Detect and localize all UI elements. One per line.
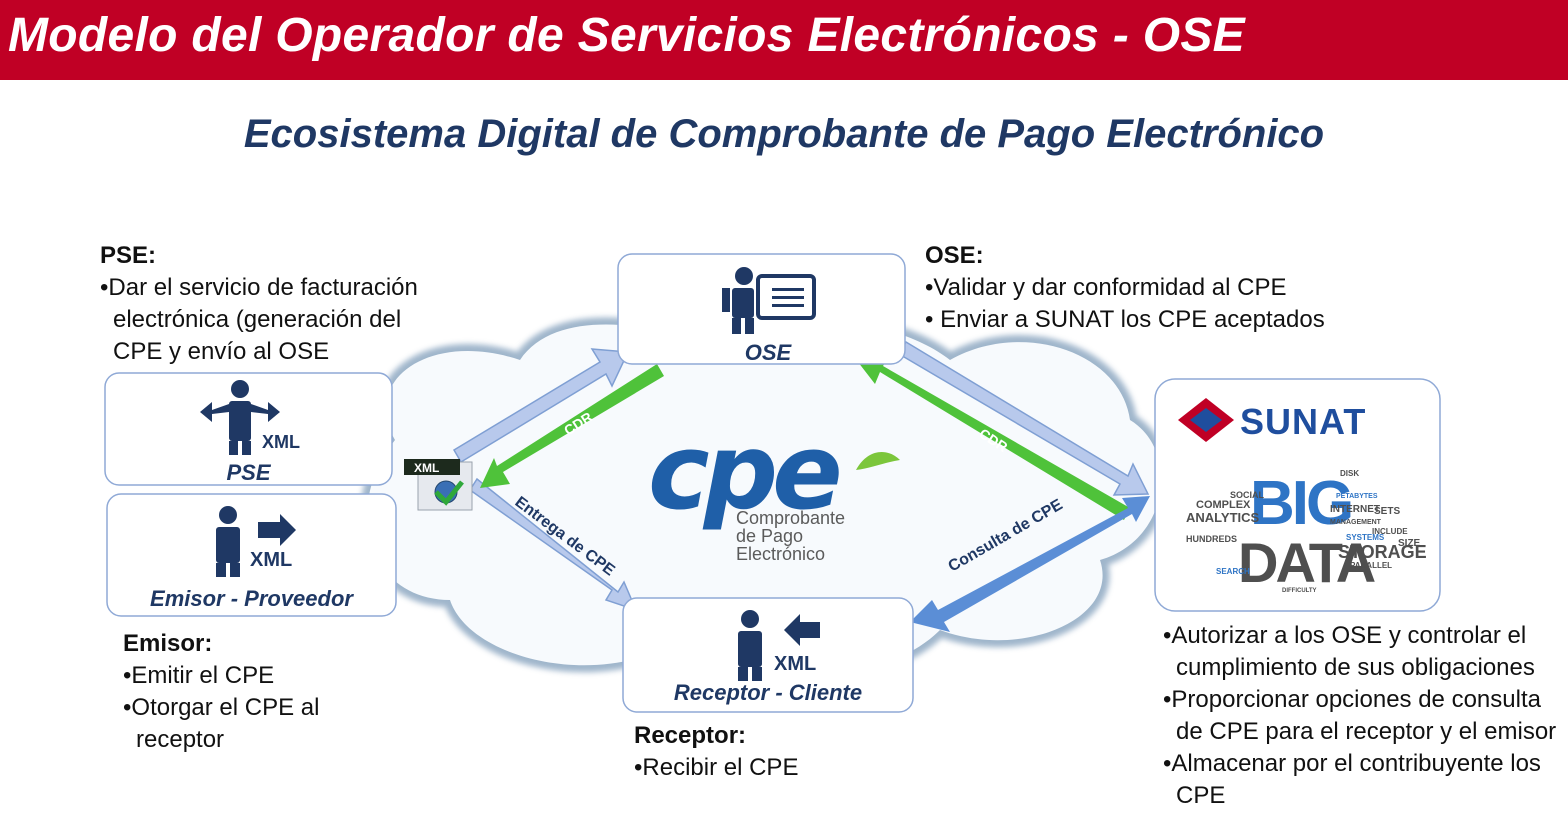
word-include: INCLUDE (1372, 527, 1408, 536)
ose-description: OSE: •Validar y dar conformidad al CPE •… (925, 240, 1325, 336)
emisor-box (106, 493, 397, 617)
ose-description-line: •Validar y dar conformidad al CPE (925, 274, 1287, 301)
emisor-description-line: receptor (136, 726, 225, 753)
cloud-shape (359, 313, 1169, 684)
receptor-xml-badge: XML (774, 653, 816, 675)
ose-box (617, 253, 906, 365)
header-bar: Modelo del Operador de Servicios Electró… (0, 0, 1568, 80)
sunat-description-line: •Autorizar a los OSE y controlar el (1163, 622, 1527, 649)
cpe-logo-mark: cpe (648, 411, 839, 533)
sunat-description-line: cumplimiento de sus obligaciones (1176, 654, 1535, 681)
receptor-description-line: •Recibir el CPE (634, 754, 799, 781)
emisor-node-label: Emisor - Proveedor (150, 586, 353, 611)
cpe-logo-line3: Electrónico (736, 544, 825, 564)
sunat-description: •Autorizar a los OSE y controlar el cump… (1163, 620, 1556, 812)
word-disk: DISK (1340, 469, 1359, 478)
word-hundreds: HUNDREDS (1186, 534, 1237, 544)
pse-description-title: PSE: (100, 242, 157, 269)
word-parallel: PARALLEL (1350, 561, 1392, 570)
word-petabytes: PETABYTES (1336, 493, 1378, 500)
person-receive-arrow-icon (738, 610, 820, 681)
word-complex: COMPLEX (1196, 499, 1251, 511)
ose-node-label: OSE (744, 340, 792, 365)
pse-xml-badge: XML (262, 432, 300, 452)
cpe-logo-line2: de Pago (736, 526, 803, 546)
sunat-description-line: •Proporcionar opciones de consulta (1163, 686, 1541, 713)
ose-description-title: OSE: (925, 242, 984, 269)
xml-document-badge: XML (414, 461, 439, 475)
word-analytics: ANALYTICS (1186, 510, 1260, 525)
big-data-big: BIG (1250, 469, 1351, 538)
person-arms-out-icon (200, 380, 280, 455)
arrow-xml-to-ose (452, 348, 630, 464)
pse-description-line: CPE y envío al OSE (113, 338, 330, 365)
sunat-logo-icon (1178, 398, 1234, 442)
word-management: MANAGEMENT (1330, 519, 1382, 526)
sunat-logo-text: SUNAT (1240, 401, 1366, 442)
word-systems: SYSTEMS (1346, 533, 1385, 542)
word-search: SEARCH (1216, 567, 1250, 576)
arrow-consulta-cpe (910, 496, 1150, 632)
word-social: SOCIAL (1230, 490, 1265, 500)
presenter-board-icon (722, 267, 816, 334)
word-internet: INTERNET (1330, 504, 1380, 515)
pse-description: PSE: •Dar el servicio de facturación ele… (100, 240, 418, 368)
pse-description-line: electrónica (generación del (113, 306, 402, 333)
word-sets: SETS (1374, 506, 1400, 517)
emisor-description-title: Emisor: (123, 630, 213, 657)
diagram-subtitle: Ecosistema Digital de Comprobante de Pag… (243, 112, 1325, 156)
emisor-description-line: •Emitir el CPE (123, 662, 275, 689)
word-storage: STORAGE (1338, 542, 1427, 562)
arrow-entrega-cpe (468, 477, 638, 612)
arrow-cdr-right (858, 358, 1130, 520)
sunat-description-line: de CPE para el receptor y el emisor (1176, 718, 1557, 745)
cpe-logo: cpe Comprobante de Pago Electrónico (648, 411, 900, 564)
arrow-ose-to-sunat (897, 340, 1150, 496)
ose-description-line: • Enviar a SUNAT los CPE aceptados (925, 306, 1325, 333)
pse-description-line: •Dar el servicio de facturación (100, 274, 418, 301)
big-data-wordcloud: BIG DATA ANALYTICS COMPLEX INTERNET STOR… (1186, 469, 1427, 594)
receptor-description-title: Receptor: (634, 722, 747, 749)
receptor-box (622, 597, 914, 713)
xml-document-icon (404, 459, 473, 511)
receptor-description: Receptor: •Recibir el CPE (634, 720, 798, 784)
page-title: Modelo del Operador de Servicios Electró… (8, 9, 1245, 62)
big-data-data: DATA (1238, 531, 1375, 594)
leaf-icon (856, 451, 900, 470)
cpe-logo-line1: Comprobante (736, 508, 845, 528)
sunat-description-line: •Almacenar por el contribuyente los (1163, 750, 1541, 777)
word-difficulty: DIFFICULTY (1282, 588, 1317, 594)
sunat-description-line: CPE (1176, 782, 1226, 809)
person-send-arrow-icon (216, 506, 296, 577)
sunat-box (1154, 378, 1441, 612)
emisor-description: Emisor: •Emitir el CPE •Otorgar el CPE a… (123, 628, 319, 756)
emisor-description-line: •Otorgar el CPE al (123, 694, 320, 721)
receptor-node-label: Receptor - Cliente (673, 680, 863, 705)
emisor-xml-badge: XML (250, 549, 292, 571)
pse-node-label: PSE (226, 460, 271, 485)
word-size: SIZE (1398, 538, 1421, 549)
arrow-cdr-left (480, 364, 664, 488)
